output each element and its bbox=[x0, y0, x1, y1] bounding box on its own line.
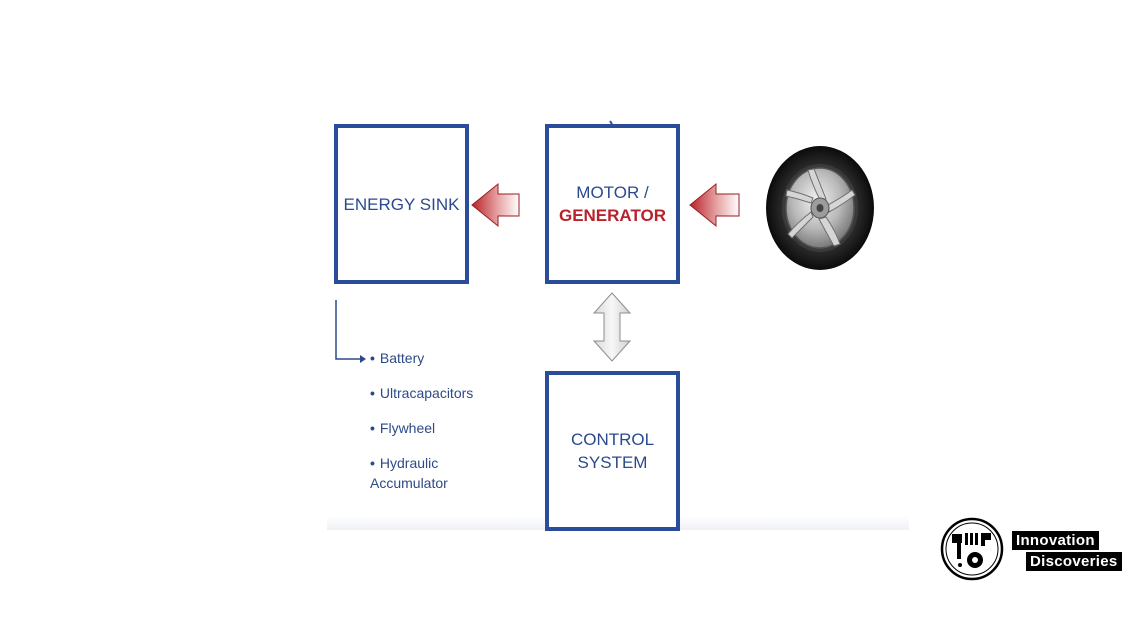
storage-option-label: Ultracapacitors bbox=[379, 385, 474, 401]
energy-sink-label: ENERGY SINK bbox=[343, 194, 460, 214]
wheel-icon bbox=[766, 146, 874, 270]
logo-emblem-icon bbox=[940, 517, 1004, 581]
flow-arrow-red-icon bbox=[689, 182, 740, 228]
storage-option-label: Battery bbox=[379, 350, 425, 366]
generator-label: GENERATOR bbox=[558, 206, 667, 225]
energy-sink-box: ENERGY SINK bbox=[334, 124, 469, 284]
storage-connector-line bbox=[335, 300, 366, 363]
control-system-box: CONTROL SYSTEM bbox=[545, 371, 680, 531]
list-item: •Battery bbox=[370, 350, 425, 366]
logo-word-discoveries: Discoveries bbox=[1026, 552, 1122, 571]
system-label: SYSTEM bbox=[577, 453, 648, 472]
storage-option-label: Hydraulic bbox=[379, 455, 439, 471]
motor-label: MOTOR / bbox=[576, 183, 649, 202]
storage-option-label-cont: Accumulator bbox=[370, 475, 448, 491]
storage-options-list: •Battery •Ultracapacitors •Flywheel •Hyd… bbox=[370, 348, 530, 508]
motor-generator-box: MOTOR / GENERATOR bbox=[545, 124, 680, 284]
flow-arrow-red-icon bbox=[471, 182, 520, 228]
logo-word-innovation: Innovation bbox=[1012, 531, 1099, 550]
control-label: CONTROL bbox=[570, 430, 655, 449]
bidirectional-arrow-icon bbox=[592, 292, 632, 362]
storage-option-label: Flywheel bbox=[379, 420, 436, 436]
list-item: •Hydraulic Accumulator bbox=[370, 453, 530, 493]
list-item: •Flywheel bbox=[370, 420, 436, 436]
list-item: •Ultracapacitors bbox=[370, 385, 474, 401]
